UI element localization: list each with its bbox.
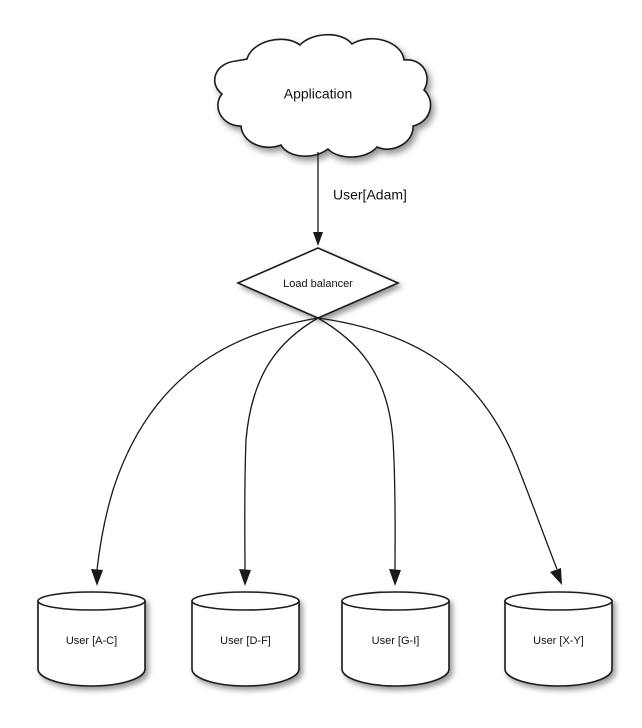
cylinder-1-top: [191, 591, 300, 611]
edge-app-to-loadbalancer: User[Adam]: [313, 152, 407, 246]
edge-lb-db3-arrowhead: [550, 568, 562, 585]
cylinder-1-body-group: [191, 591, 300, 687]
node-load-balancer[interactable]: Load balancer: [236, 247, 400, 319]
cylinder-1-body: [191, 600, 300, 687]
edge-lb-to-db-3: [317, 317, 562, 585]
edge-lb-db0-arrowhead: [91, 569, 103, 586]
cloud-shape: [213, 33, 432, 158]
edge-lb-db1-curve: [244, 317, 319, 571]
cylinder-0-body-group: [37, 591, 146, 687]
edge-lb-db2-curve: [317, 317, 396, 571]
cylinder-2-body-group: [341, 591, 450, 687]
node-database-2[interactable]: User [G-I]: [341, 591, 450, 687]
database-0-label: User [A-C]: [66, 635, 117, 647]
edge-lb-db2-arrowhead: [389, 569, 401, 586]
edge-app-lb-label: User[Adam]: [333, 187, 407, 203]
edge-lb-to-db-0: [91, 317, 319, 586]
edge-lb-db1-arrowhead: [239, 569, 251, 586]
node-database-3[interactable]: User [X-Y]: [504, 591, 613, 687]
edge-lb-to-db-2: [317, 317, 401, 586]
application-label: Application: [284, 86, 353, 102]
cylinder-3-body: [504, 600, 613, 687]
load-balancer-label: Load balancer: [283, 278, 353, 290]
cylinder-3-top: [504, 591, 613, 611]
node-database-1[interactable]: User [D-F]: [191, 591, 300, 687]
cylinder-2-body: [341, 600, 450, 687]
cylinder-3-body-group: [504, 591, 613, 687]
node-application[interactable]: Application: [213, 33, 432, 158]
cylinder-0-body: [37, 600, 146, 687]
edge-lb-db3-curve: [317, 317, 558, 570]
database-3-label: User [X-Y]: [533, 635, 584, 647]
edge-lb-to-db-1: [239, 317, 319, 586]
edge-lb-db0-curve: [96, 317, 319, 571]
database-1-label: User [D-F]: [220, 635, 271, 647]
cylinder-2-top: [341, 591, 450, 611]
edge-app-lb-arrowhead: [313, 232, 323, 246]
database-2-label: User [G-I]: [372, 635, 420, 647]
cylinder-0-top: [37, 591, 146, 611]
node-database-0[interactable]: User [A-C]: [37, 591, 146, 687]
